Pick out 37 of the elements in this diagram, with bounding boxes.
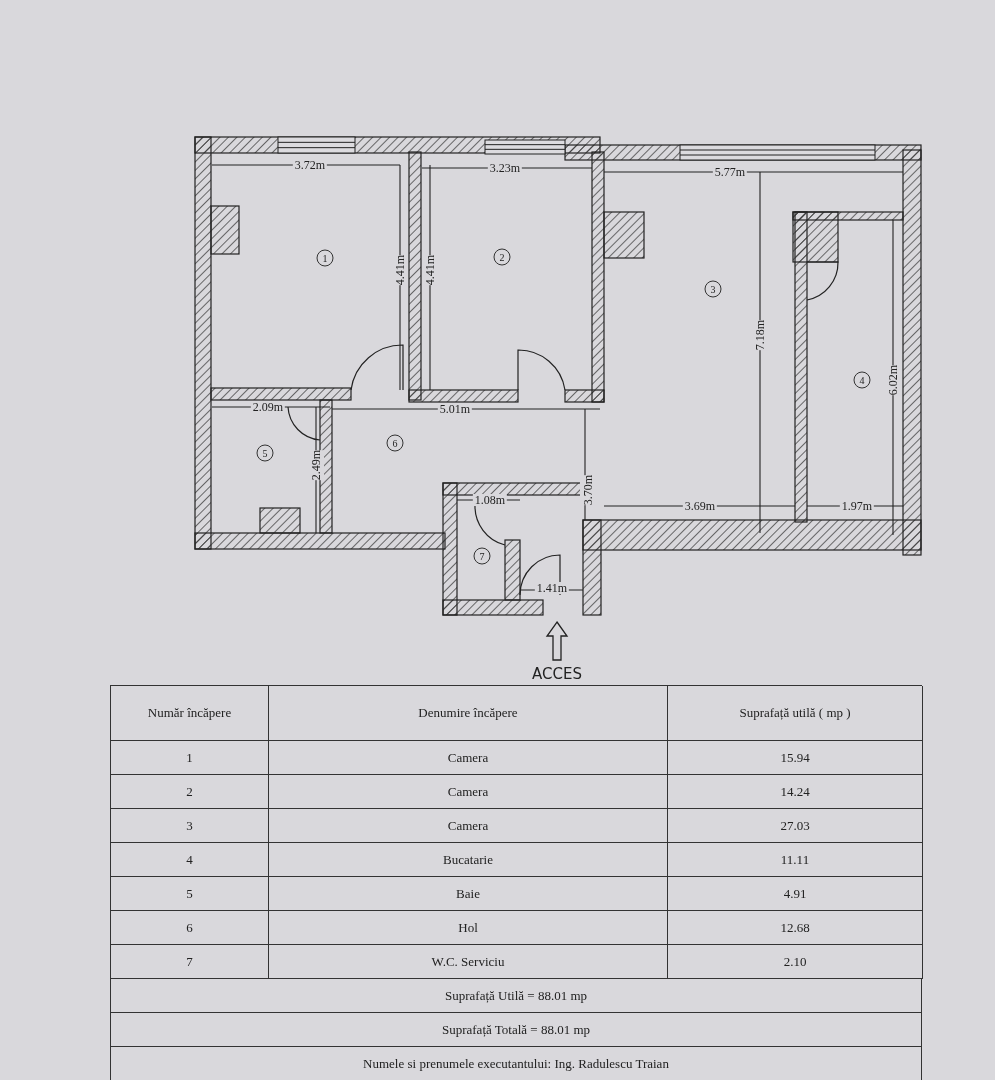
dimension-label: 3.69m — [682, 500, 718, 512]
table-cell: Camera — [269, 809, 668, 843]
table-cell: 6 — [111, 911, 269, 945]
table-header-cell: Suprafață utilă ( mp ) — [668, 686, 923, 741]
table-cell: W.C. Serviciu — [269, 945, 668, 979]
table-cell: 2 — [111, 775, 269, 809]
table-cell: Numele si prenumele executantului: Ing. Radulescu Traian — [111, 1047, 922, 1080]
table-cell: 1 — [111, 741, 269, 775]
table-cell: 5 — [111, 877, 269, 911]
table-cell: Camera — [269, 741, 668, 775]
table-cell: 3 — [111, 809, 269, 843]
table-cell: 15.94 — [668, 741, 923, 775]
table-header-cell: Număr încăpere — [111, 686, 269, 741]
table-cell: 4.91 — [668, 877, 923, 911]
dimension-label: 3.23m — [487, 162, 523, 174]
table-cell: Baie — [269, 877, 668, 911]
dimension-label: 5.01m — [437, 403, 473, 415]
access-label: ACCES — [532, 666, 582, 682]
table-cell: 14.24 — [668, 775, 923, 809]
table-cell: 4 — [111, 843, 269, 877]
table-header-cell: Denumire încăpere — [269, 686, 668, 741]
table-cell: Camera — [269, 775, 668, 809]
table-cell: Suprafață Utilă = 88.01 mp — [111, 979, 922, 1013]
table-cell: 12.68 — [668, 911, 923, 945]
dimension-label: 2.09m — [250, 401, 286, 413]
table-cell: 2.10 — [668, 945, 923, 979]
dimension-label: 1.97m — [839, 500, 875, 512]
table-cell: Suprafață Totală = 88.01 mp — [111, 1013, 922, 1047]
dimension-label: 3.72m — [292, 159, 328, 171]
table-cell: Bucatarie — [269, 843, 668, 877]
table-cell: Hol — [269, 911, 668, 945]
dimension-label: 1.08m — [472, 494, 508, 506]
table-cell: 27.03 — [668, 809, 923, 843]
table-cell: 11.11 — [668, 843, 923, 877]
dimension-label: 1.41m — [534, 582, 570, 594]
dimension-label: 5.77m — [712, 166, 748, 178]
table-cell: 7 — [111, 945, 269, 979]
